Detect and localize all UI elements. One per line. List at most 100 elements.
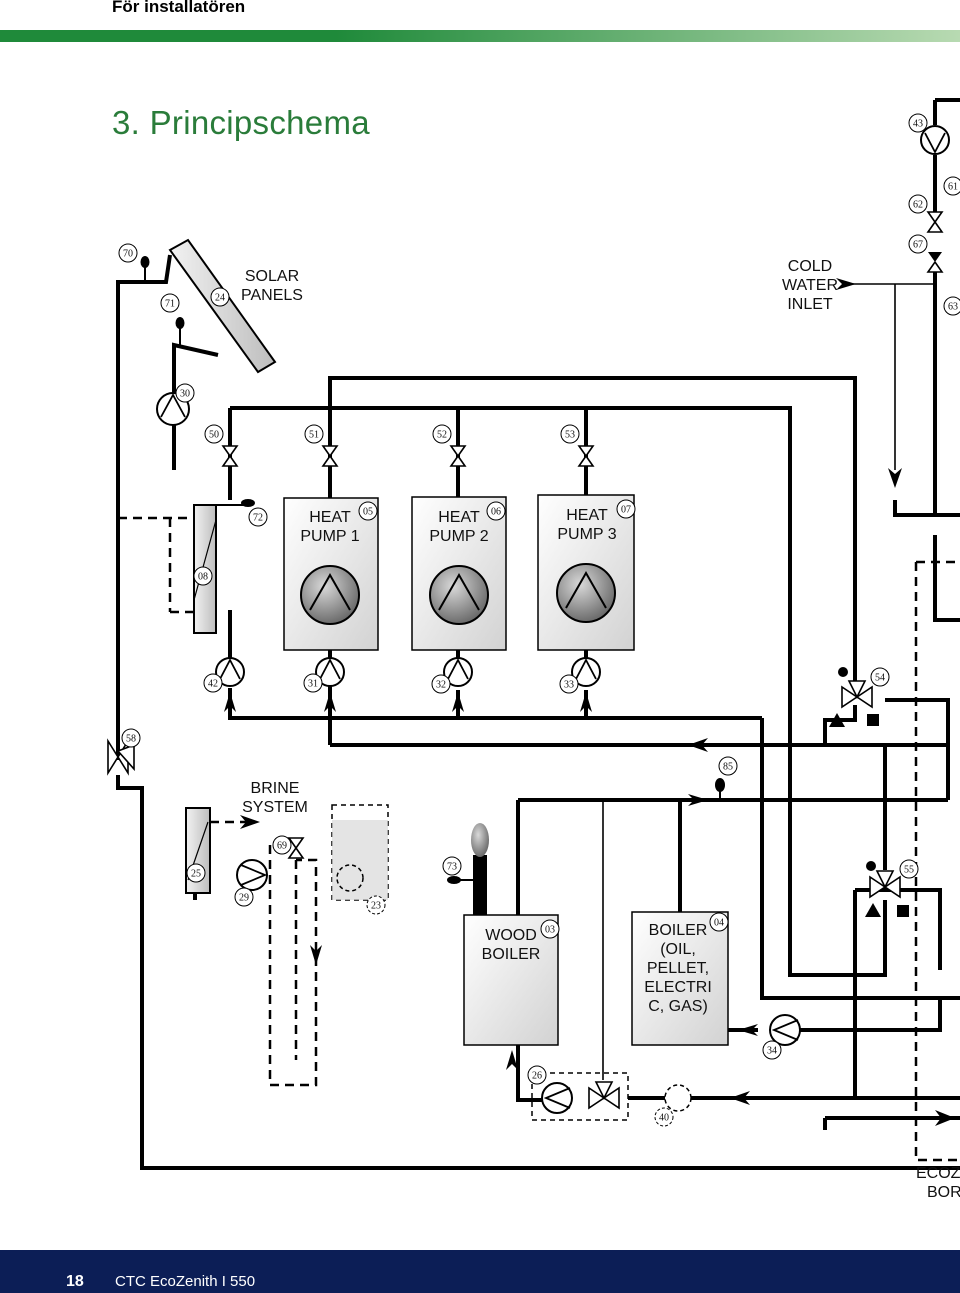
tag-58: 58 bbox=[121, 728, 141, 748]
tag-03: 03 bbox=[540, 919, 560, 939]
heat-pump-2 bbox=[411, 496, 507, 651]
tag-25: 25 bbox=[186, 863, 206, 883]
tag-61-text: 61 bbox=[948, 182, 958, 193]
dashed-lines bbox=[118, 516, 960, 1162]
hp1-label-1: HEAT bbox=[309, 509, 351, 526]
tag-53-text: 53 bbox=[565, 430, 575, 441]
tag-52-text: 52 bbox=[437, 430, 447, 441]
tag-32-text: 32 bbox=[436, 680, 446, 691]
tag-52: 52 bbox=[432, 424, 452, 444]
solar-label-2: PANELS bbox=[241, 287, 303, 304]
tag-24: 24 bbox=[210, 287, 230, 307]
tag-54-text: 54 bbox=[875, 673, 885, 684]
boiler-label-3: PELLET, bbox=[647, 960, 709, 977]
cold-water-label-3: INLET bbox=[787, 296, 833, 313]
page-number: 18 bbox=[66, 1273, 84, 1290]
boiler-label-4: ELECTRI bbox=[644, 979, 712, 996]
tag-34: 34 bbox=[762, 1040, 782, 1060]
tag-42-text: 42 bbox=[208, 679, 218, 690]
brine-label-1: BRINE bbox=[251, 780, 300, 797]
tag-63-text: 63 bbox=[948, 302, 958, 313]
pump-icons bbox=[156, 125, 950, 1114]
tag-33-text: 33 bbox=[564, 680, 574, 691]
tag-31-text: 31 bbox=[308, 679, 318, 690]
schematic-diagram: 70 71 24 43 61 62 67 63 30 50 51 52 53 7… bbox=[107, 98, 960, 1201]
tag-34-text: 34 bbox=[767, 1046, 777, 1057]
solar-label-1: SOLAR bbox=[245, 268, 299, 285]
sensor-icons bbox=[140, 256, 725, 884]
tag-30-text: 30 bbox=[180, 389, 190, 400]
tag-51-text: 51 bbox=[309, 430, 319, 441]
tag-85-text: 85 bbox=[723, 762, 733, 773]
tag-29-text: 29 bbox=[239, 893, 249, 904]
component-labels: SOLAR PANELS COLD WATER INLET HEAT PUMP … bbox=[241, 258, 960, 1201]
tag-26: 26 bbox=[527, 1065, 547, 1085]
tag-62-text: 62 bbox=[913, 200, 923, 211]
tag-55: 55 bbox=[899, 859, 919, 879]
tag-73: 73 bbox=[442, 856, 462, 876]
cold-water-label-2: WATER bbox=[782, 277, 838, 294]
ecozenith-label-2: BOR bbox=[927, 1184, 960, 1201]
tag-26-text: 26 bbox=[532, 1071, 542, 1082]
hp3-label-2: PUMP 3 bbox=[557, 526, 616, 543]
tag-63: 63 bbox=[943, 296, 960, 316]
valve-icons bbox=[107, 211, 944, 1110]
tag-85: 85 bbox=[718, 756, 738, 776]
tag-50-text: 50 bbox=[209, 430, 219, 441]
tag-55-text: 55 bbox=[904, 865, 914, 876]
tag-71: 71 bbox=[160, 293, 180, 313]
tag-70: 70 bbox=[118, 243, 138, 263]
wood-boiler-label-1: WOOD bbox=[485, 927, 537, 944]
tag-43-text: 43 bbox=[913, 119, 923, 130]
tag-40-text: 40 bbox=[659, 1113, 669, 1124]
brine-label-2: SYSTEM bbox=[242, 799, 308, 816]
tag-30: 30 bbox=[175, 383, 195, 403]
tag-07-text: 07 bbox=[621, 505, 631, 516]
tag-33: 33 bbox=[559, 674, 579, 694]
cold-water-label-1: COLD bbox=[788, 258, 832, 275]
tag-31: 31 bbox=[303, 673, 323, 693]
tag-05: 05 bbox=[358, 501, 378, 521]
tag-05-text: 05 bbox=[363, 507, 373, 518]
tag-42: 42 bbox=[203, 673, 223, 693]
tag-23: 23 bbox=[366, 895, 386, 915]
tag-72-text: 72 bbox=[253, 513, 263, 524]
tag-69: 69 bbox=[272, 835, 292, 855]
page-footer: 18 CTC EcoZenith I 550 bbox=[0, 1250, 960, 1293]
oil-boiler bbox=[631, 911, 729, 1046]
boiler-label-5: C, GAS) bbox=[648, 998, 708, 1015]
boiler-label-1: BOILER bbox=[649, 922, 708, 939]
tag-06: 06 bbox=[486, 501, 506, 521]
tag-43: 43 bbox=[908, 113, 928, 133]
tag-72: 72 bbox=[248, 507, 268, 527]
tag-50: 50 bbox=[204, 424, 224, 444]
tag-70-text: 70 bbox=[123, 249, 133, 260]
tag-67: 67 bbox=[908, 234, 928, 254]
tag-40: 40 bbox=[654, 1107, 674, 1127]
tag-69-text: 69 bbox=[277, 841, 287, 852]
tag-58-text: 58 bbox=[126, 734, 136, 745]
boiler-label-2: (OIL, bbox=[660, 941, 696, 958]
tag-62: 62 bbox=[908, 194, 928, 214]
tag-51: 51 bbox=[304, 424, 324, 444]
tag-04: 04 bbox=[709, 912, 729, 932]
tag-07: 07 bbox=[616, 499, 636, 519]
hp2-label-2: PUMP 2 bbox=[429, 528, 488, 545]
wood-boiler bbox=[463, 823, 559, 1046]
page-title: 3. Principschema bbox=[112, 104, 370, 141]
flow-arrows bbox=[224, 278, 955, 1126]
brine-box bbox=[332, 820, 388, 900]
product-name: CTC EcoZenith I 550 bbox=[115, 1273, 256, 1290]
header-bar bbox=[0, 30, 960, 42]
tag-73-text: 73 bbox=[447, 862, 457, 873]
wood-boiler-label-2: BOILER bbox=[482, 946, 541, 963]
tag-61: 61 bbox=[943, 176, 960, 196]
page-header: För installatören bbox=[0, 0, 960, 42]
tag-54: 54 bbox=[870, 667, 890, 687]
tag-53: 53 bbox=[560, 424, 580, 444]
tag-08: 08 bbox=[193, 566, 213, 586]
tag-24-text: 24 bbox=[215, 293, 225, 304]
tag-67-text: 67 bbox=[913, 240, 923, 251]
hp2-label-1: HEAT bbox=[438, 509, 480, 526]
hp1-label-2: PUMP 1 bbox=[300, 528, 359, 545]
